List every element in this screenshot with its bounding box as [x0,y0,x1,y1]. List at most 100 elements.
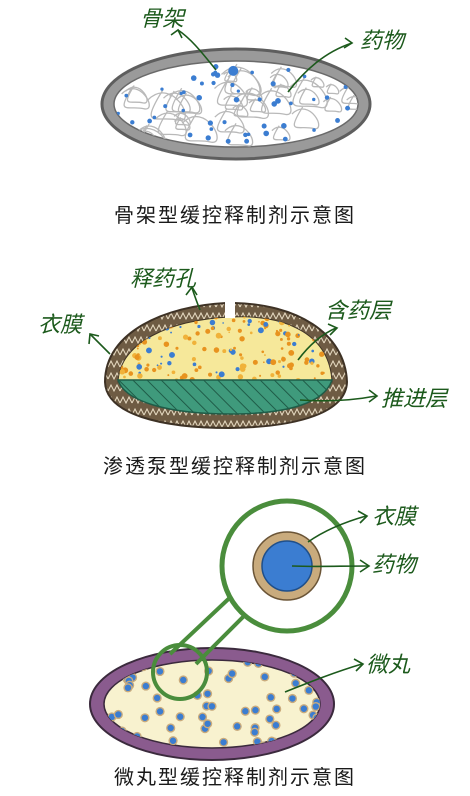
drug-particle [277,374,282,378]
pellet-diagram-panel: 衣膜 药物 微丸 微丸型缓控释制剂示意图 [0,486,470,796]
drug-particle [310,361,314,365]
drug-particle [228,331,231,334]
drug-particle [158,336,162,341]
drug-particle [270,359,277,366]
osmotic-caption: 渗透泵型缓控释制剂示意图 [103,454,367,478]
pellet [207,701,217,711]
drug-particle [163,341,170,347]
label-skeleton: 骨架 [140,7,187,32]
drug-dot [312,97,316,102]
drug-dot [160,87,164,91]
pellet [113,709,123,720]
drug-particle [275,329,279,333]
drug-particle [137,373,143,379]
pellet [266,692,276,702]
pellet-coat-arrow [307,515,367,543]
skeleton-fibre [125,85,148,104]
drug-particle [152,367,157,373]
drug-particle [257,327,264,334]
drug-particle [123,375,126,379]
pellet [272,704,282,714]
skeleton-fibre [297,87,320,106]
drug-dot [250,70,254,75]
pellet [155,706,165,717]
drug-particle [119,368,126,375]
pellet [271,720,281,730]
skeleton-fibre [131,125,171,147]
drug-dot [244,138,250,144]
drug-dot [257,97,262,102]
drug-dot [275,97,281,104]
skeleton-fibre [223,94,244,111]
drug-particle [304,360,309,365]
drug-particle [175,346,179,350]
skeleton-fibre [214,108,245,134]
pellet [227,668,237,679]
pellet-label-arrowhead [353,658,365,672]
drug-dot [187,132,193,138]
drug-dot [286,67,291,73]
drug-dot [147,118,152,124]
pellet [240,706,250,716]
drug-dot [152,115,157,120]
drug-dot [213,70,218,75]
drug-particle [192,362,197,367]
pellet [299,704,309,714]
drug-particle [229,348,233,352]
drug-particle [288,324,291,327]
pellet [250,727,260,737]
drug-dot [324,95,330,100]
drug-particle [235,367,240,372]
skeleton-fibre [155,110,187,137]
pellet-caption: 微丸型缓控释制剂示意图 [114,765,356,789]
drug-particle [281,356,286,362]
drug-particle [275,331,281,337]
drug-dot [222,120,227,125]
drug-particle [316,364,320,368]
drug-particle [146,363,150,367]
drug-dot [243,132,248,138]
drug-particle [289,364,292,368]
skeleton-fibre [220,63,261,96]
skeleton-fibre [169,87,201,114]
drug-arrowhead-1 [343,37,354,49]
drug-dot [263,130,270,137]
drug-dot [181,108,185,113]
drug-particle [263,361,265,364]
drug-particle [119,317,123,320]
drug-particle [170,331,172,334]
drug-dot [270,81,276,87]
drug-dot [230,82,235,88]
drug-particle [136,347,139,350]
drug-particle [237,328,242,333]
drug-particle [275,370,280,375]
skeleton-fibre [325,83,340,95]
drug-particle [320,371,324,375]
drug-dot [343,84,348,90]
drug-particle [280,347,284,350]
drug-particle [171,370,176,375]
druglayer-arrowhead [327,323,339,336]
drug-particle [233,346,236,350]
pellet [203,719,213,729]
pellet-coat-arrowhead [357,510,369,524]
label-push-layer: 推进层 [381,387,449,412]
drug-particle [239,336,245,342]
drug-dot [199,81,204,86]
osmotic-diagram-panel: 释药孔 衣膜 含药层 推进层 渗透泵型缓控释制剂示意图 [0,262,470,482]
label-drug-layer: 含药层 [325,299,393,324]
drug-particle [202,346,207,352]
hole-arrowhead [185,285,198,296]
pushlayer-arrow [299,395,377,402]
drug-particle [282,365,285,368]
coat-arrowhead [88,333,100,345]
pellet [304,685,314,695]
drug-particle [160,362,163,365]
drug-particle [311,349,315,353]
pellet [141,681,151,691]
drug-particle [139,316,142,320]
label-release-hole: 释药孔 [130,267,197,292]
osmotic-diagram: 释药孔 衣膜 含药层 推进层 [38,267,449,430]
pellet [152,693,162,703]
drug-particle [134,354,140,360]
